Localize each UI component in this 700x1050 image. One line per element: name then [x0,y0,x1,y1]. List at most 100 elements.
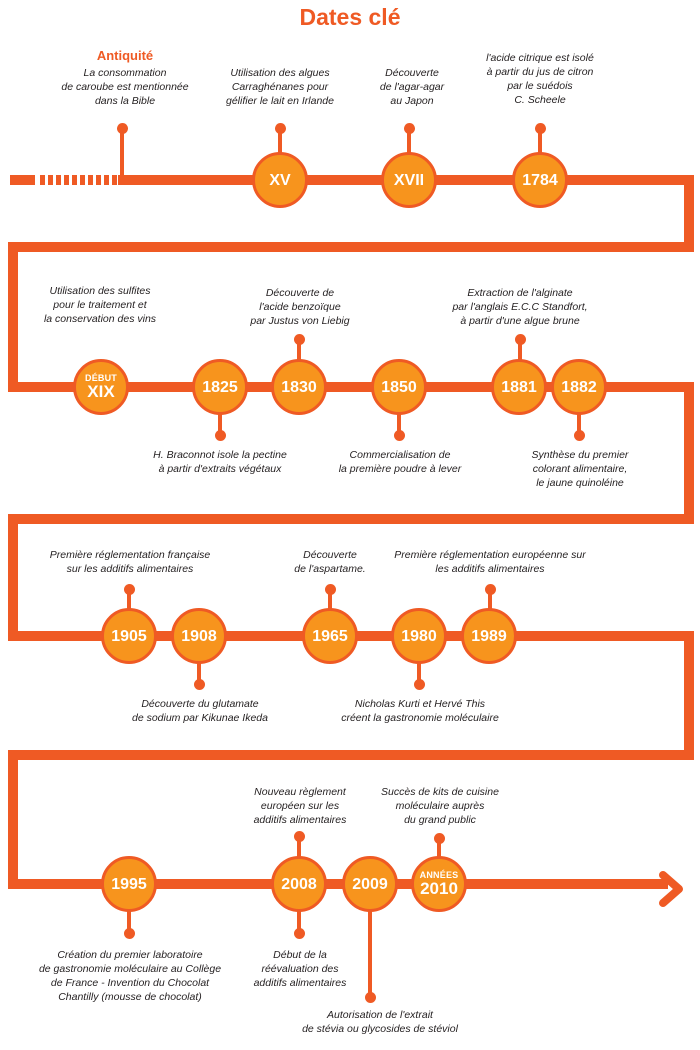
timeline-dash [104,175,109,185]
timeline-dash [96,175,101,185]
year-label: 2010 [420,878,458,898]
year-label: 1965 [312,627,348,645]
connector-stem [120,128,124,178]
year-circle-1905: 1905 [101,608,157,664]
year-label: XV [269,171,291,189]
year-circle-1784: 1784 [512,152,568,208]
connector-stem [127,910,131,932]
timeline-segment [8,750,694,760]
event-label-1784: l'acide citrique est isolé à partir du j… [486,52,594,106]
timeline-segment [8,514,18,641]
connector-stem [197,662,201,684]
year-circle-1980: 1980 [391,608,447,664]
timeline-segment [684,382,694,524]
connector-dot [194,679,205,690]
connector-stem [407,128,411,154]
connector-dot [394,430,405,441]
year-label: 1905 [111,627,147,645]
year-label: 2009 [352,875,388,893]
year-circle-1965: 1965 [302,608,358,664]
event-label-xvii: Découverte de l'agar-agar au Japon [379,67,445,107]
year-label: 2008 [281,875,317,893]
timeline-segment [684,175,694,252]
year-label: 1830 [281,378,317,396]
timeline-segment [8,750,18,889]
connector-dot [215,430,226,441]
year-circle-1995: 1995 [101,856,157,912]
timeline-segment [684,631,694,760]
year-prefix: DÉBUT [85,372,117,383]
connector-stem [297,339,301,363]
year-circle-xv: XV [252,152,308,208]
year-circle-1850: 1850 [371,359,427,415]
event-label-1830: Découverte de l'acide benzoïque par Just… [250,287,350,327]
connector-stem [577,413,581,435]
year-circle-2009: 2009 [342,856,398,912]
year-label: 1908 [181,627,217,645]
timeline-segment [10,175,35,185]
event-label-2010: Succès de kits de cuisine moléculaire au… [381,786,499,826]
connector-stem [328,589,332,611]
connector-stem [297,910,301,932]
connector-dot [574,430,585,441]
timeline-dash [72,175,77,185]
year-label: 1825 [202,378,238,396]
event-label-xv: Utilisation des algues Carraghénanes pou… [226,67,334,107]
event-label-1995: Création du premier laboratoire de gastr… [38,949,222,1003]
year-label: 1980 [401,627,437,645]
connector-stem [518,339,522,363]
year-circle-2010: ANNÉES 2010 [411,856,467,912]
event-label-1965: Découverte de l'aspartame. [294,549,366,575]
antiquity-label: La consommation de caroube est mentionné… [61,67,189,107]
year-label: 1995 [111,875,147,893]
year-label: XVII [393,171,425,189]
event-label-2009: Autorisation de l'extrait de stévia ou g… [302,1009,458,1035]
year-circle-1825: 1825 [192,359,248,415]
event-label-debut-xix: Utilisation des sulfites pour le traitem… [43,285,157,325]
timeline-segment [8,514,694,524]
year-label: 1882 [561,378,597,396]
event-label-1989: Première réglementation européenne sur l… [394,549,586,575]
page-title: Dates clé [299,4,401,30]
year-label: 1989 [471,627,507,645]
connector-stem [297,836,301,860]
connector-stem [417,662,421,684]
connector-dot [414,679,425,690]
year-circle-1881: 1881 [491,359,547,415]
timeline-dash [64,175,69,185]
year-circle-debut-xix: DÉBUT XIX [73,359,129,415]
connector-dot [365,992,376,1003]
event-label-1980: Nicholas Kurti et Hervé This créent la g… [341,698,499,724]
timeline-dash [112,175,117,185]
connector-stem [488,589,492,611]
year-label: 1850 [381,378,417,396]
connector-stem [397,413,401,435]
timeline-dash [48,175,53,185]
connector-stem [368,910,372,996]
timeline-segment [8,242,18,392]
event-label-1881: Extraction de l'alginate par l'anglais E… [452,287,588,327]
year-circle-1908: 1908 [171,608,227,664]
connector-dot [294,928,305,939]
year-circle-1989: 1989 [461,608,517,664]
event-label-2008-top: Nouveau règlement européen sur les addit… [253,786,347,826]
timeline-arrowhead-icon [659,871,683,907]
year-prefix: ANNÉES [419,869,459,880]
year-circle-1830: 1830 [271,359,327,415]
event-label-1882: Synthèse du premier colorant alimentaire… [531,449,629,489]
connector-stem [278,128,282,154]
year-label: XIX [87,381,115,401]
antiquity-heading: Antiquité [96,48,154,63]
timeline-segment [8,242,694,252]
connector-dot [124,928,135,939]
timeline-dash [40,175,45,185]
event-label-1905: Première réglementation française sur le… [49,549,211,575]
event-label-1850: Commercialisation de la première poudre … [338,449,462,475]
connector-stem [538,128,542,154]
event-label-1908: Découverte du glutamate de sodium par Ki… [131,698,268,724]
connector-stem [127,589,131,611]
year-label: 1881 [501,378,537,396]
connector-stem [218,413,222,435]
timeline-dash [88,175,93,185]
